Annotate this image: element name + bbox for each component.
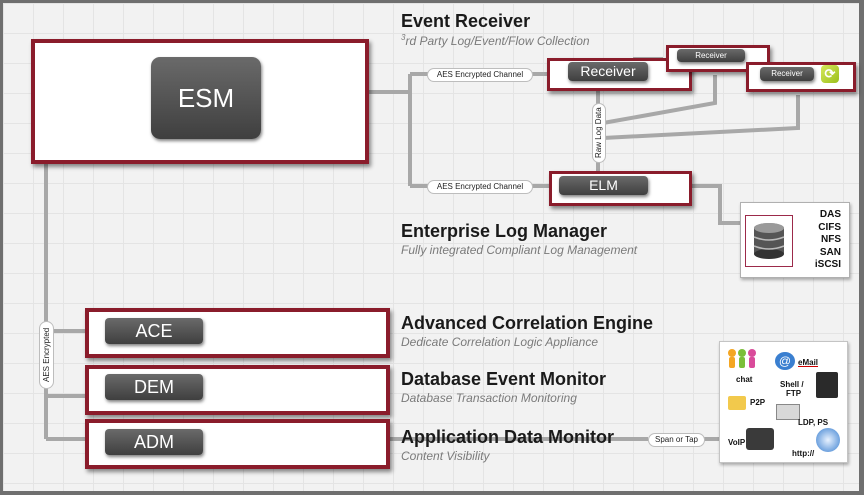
event-receiver-title: Event Receiver xyxy=(401,11,531,31)
shell-label: Shell / xyxy=(780,380,804,389)
storage-type-san: SAN xyxy=(819,246,841,258)
scanner-icon xyxy=(776,404,800,420)
adm-button[interactable]: ADM xyxy=(105,429,203,455)
chat-people-svg xyxy=(728,349,756,368)
chat-label: chat xyxy=(736,375,753,384)
folder-icon xyxy=(728,396,746,410)
receiver-main-button[interactable]: Receiver xyxy=(568,62,648,81)
receiver-small-button-1[interactable]: Receiver xyxy=(677,49,745,62)
storage-type-das: DAS xyxy=(819,209,841,220)
storage-type-list: DAS CIFS NFS SAN iSCSI xyxy=(815,209,841,272)
ldp-label: LDP, PS xyxy=(798,418,829,427)
ace-title: Advanced Correlation Engine xyxy=(401,313,654,333)
voip-label: VoIP xyxy=(728,438,746,447)
storage-type-cifs: CIFS xyxy=(818,221,841,233)
diagram-canvas: ESM Event Receiver 3rd Party Log/Event/F… xyxy=(3,3,859,491)
storage-type-iscsi: iSCSI xyxy=(814,259,841,270)
dem-title: Database Event Monitor xyxy=(401,369,607,389)
phone-icon xyxy=(746,428,774,450)
p2p-label: P2P xyxy=(750,398,766,407)
application-protocols-panel: chat @ eMail Shell / FTP P2P LDP, PS VoI… xyxy=(719,341,848,463)
database-cylinder-svg xyxy=(753,223,785,259)
database-icon xyxy=(745,215,793,267)
adm-title: Application Data Monitor xyxy=(401,427,614,447)
email-label: eMail xyxy=(798,358,819,367)
http-label: http:// xyxy=(792,449,815,458)
ace-frame xyxy=(85,308,390,358)
dem-subtitle: Database Transaction Monitoring xyxy=(401,391,577,405)
connector-lines xyxy=(44,57,800,441)
event-receiver-subtitle-text: rd Party Log/Event/Flow Collection xyxy=(405,34,590,48)
adm-subtitle: Content Visibility xyxy=(401,449,490,463)
storage-panel: DAS CIFS NFS SAN iSCSI xyxy=(740,202,850,278)
email-icon: @ xyxy=(775,352,795,370)
elm-title: Enterprise Log Manager xyxy=(401,221,608,241)
ace-subtitle: Dedicate Correlation Logic Appliance xyxy=(401,335,599,349)
storage-type-nfs: NFS xyxy=(821,234,841,245)
elm-subtitle: Fully integrated Compliant Log Managemen… xyxy=(401,243,638,257)
chat-people-icon xyxy=(726,348,758,370)
ace-button[interactable]: ACE xyxy=(105,318,203,344)
span-or-tap-pill: Span or Tap xyxy=(648,433,705,447)
elm-button[interactable]: ELM xyxy=(559,176,648,195)
raw-log-data-pill: Raw Log Data xyxy=(592,103,606,163)
dem-button[interactable]: DEM xyxy=(105,374,203,400)
ordinal-superscript: 3 xyxy=(401,33,406,42)
ftp-label: FTP xyxy=(786,389,802,398)
event-receiver-subtitle: 3rd Party Log/Event/Flow Collection xyxy=(401,33,590,48)
esm-button[interactable]: ESM xyxy=(151,57,261,139)
web-icon xyxy=(816,428,840,452)
aes-channel-pill-elm: AES Encrypted Channel xyxy=(427,180,533,194)
printer-icon xyxy=(816,372,838,398)
connector-logo-icon: ⟳ xyxy=(821,65,839,83)
aes-encrypted-pill: AES Encrypted xyxy=(39,321,54,389)
receiver-small-button-2[interactable]: Receiver xyxy=(760,67,814,81)
aes-channel-pill-receiver: AES Encrypted Channel xyxy=(427,68,533,82)
